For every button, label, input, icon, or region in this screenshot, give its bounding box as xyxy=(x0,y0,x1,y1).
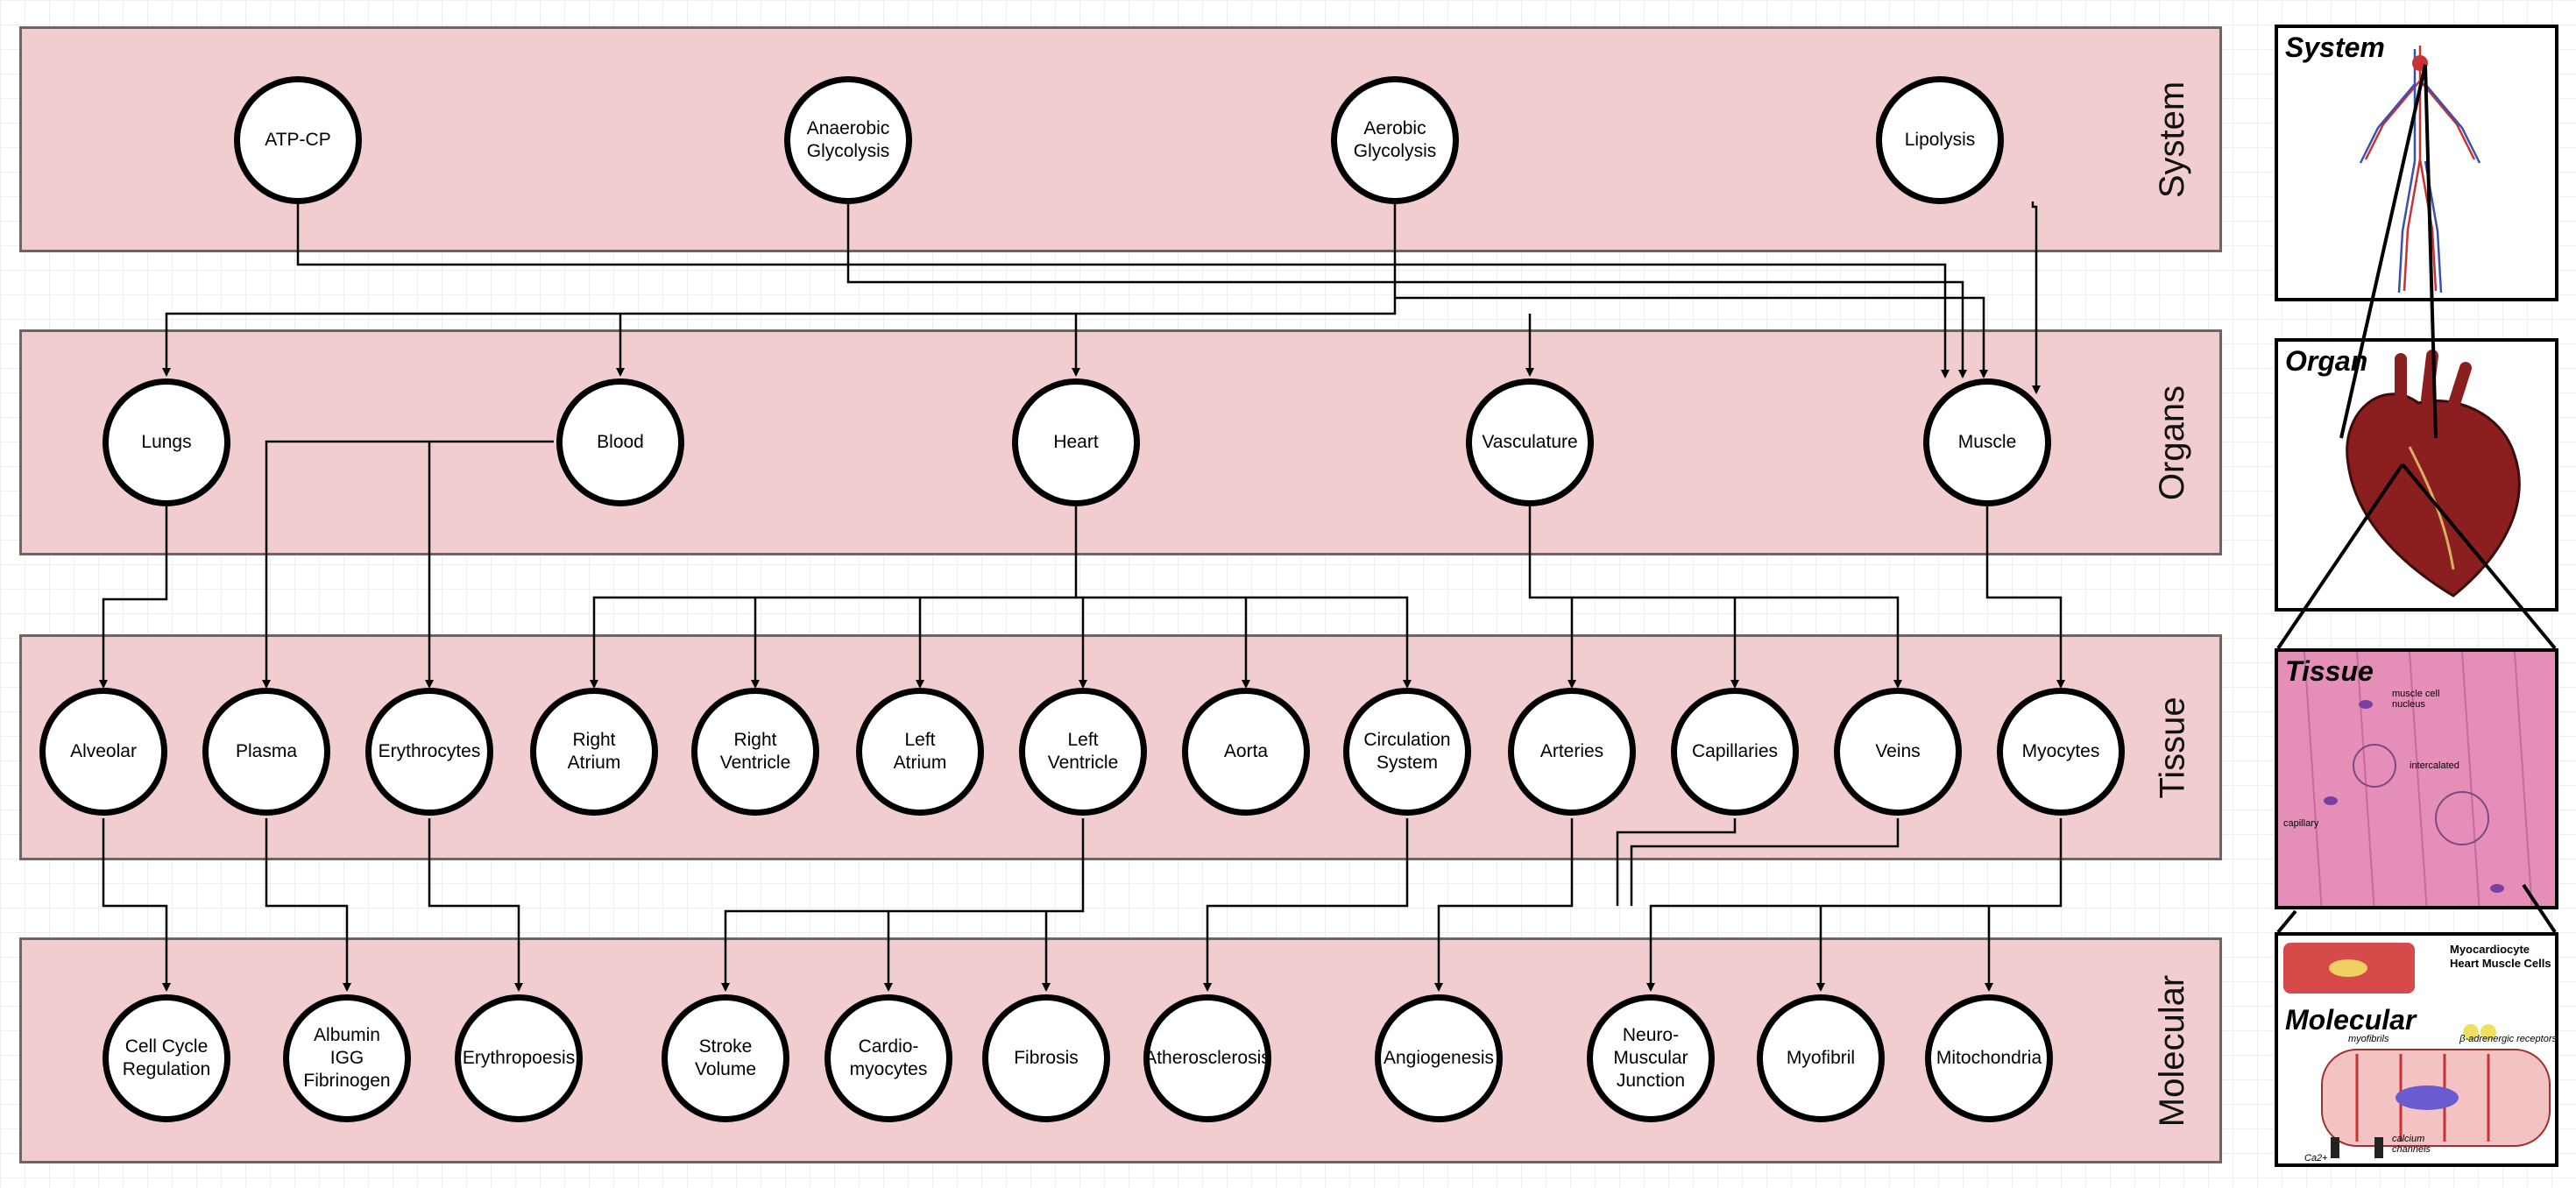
node-cardiomyocytes[interactable]: Cardio- myocytes xyxy=(824,994,952,1122)
edge-aerobic-muscle xyxy=(1395,296,1988,378)
edge-anaerobic-trunk xyxy=(846,203,1967,378)
edge-aerobic-trunk xyxy=(162,203,1397,377)
edge-lipolysis-muscle xyxy=(2031,202,2041,394)
node-aerobic-glycolysis[interactable]: Aerobic Glycolysis xyxy=(1331,76,1459,204)
node-erythropoesis[interactable]: Erythropoesis xyxy=(455,994,583,1122)
node-alveolar[interactable]: Alveolar xyxy=(39,688,167,816)
panel-system: System xyxy=(2275,25,2558,301)
edge-muscle-myocytes xyxy=(1985,506,2065,689)
node-circulation-system[interactable]: Circulation System xyxy=(1343,688,1471,816)
molecular-label-receptors: β-adrenergic receptors xyxy=(2459,1034,2557,1044)
node-capillaries[interactable]: Capillaries xyxy=(1671,688,1799,816)
myocyte-molecular-illustration xyxy=(2283,943,2551,1158)
molecular-label-ca: Ca2+ xyxy=(2304,1153,2328,1163)
node-right-atrium[interactable]: Right Atrium xyxy=(530,688,658,816)
tissue-label-capillary: capillary xyxy=(2283,818,2319,829)
node-anaerobic-glycolysis[interactable]: Anaerobic Glycolysis xyxy=(784,76,912,204)
node-mitochondria[interactable]: Mitochondria xyxy=(1925,994,2053,1122)
edge-arteries-angio xyxy=(1434,818,1574,992)
edge-vasc-trunk xyxy=(1528,506,1902,689)
panel-title-organ: Organ xyxy=(2285,345,2368,377)
node-right-ventricle[interactable]: Right Ventricle xyxy=(691,688,819,816)
node-muscle[interactable]: Muscle xyxy=(1923,378,2051,506)
node-veins[interactable]: Veins xyxy=(1834,688,1962,816)
edge-lungs-alveolar xyxy=(99,506,168,689)
edge-blood-plasma xyxy=(262,440,554,689)
edge-lv-trunk xyxy=(721,818,1085,992)
panel-title-molecular: Molecular xyxy=(2285,1004,2417,1036)
muscle-tissue-illustration xyxy=(2278,652,2555,906)
node-neuromuscular-junction[interactable]: Neuro- Muscular Junction xyxy=(1587,994,1715,1122)
molecular-label-calcium: calcium channels xyxy=(2392,1134,2431,1155)
node-lipolysis[interactable]: Lipolysis xyxy=(1876,76,2004,204)
edge-atpcp-trunk xyxy=(296,203,1950,378)
node-plasma[interactable]: Plasma xyxy=(202,688,330,816)
node-albumin-igg-fibrinogen[interactable]: Albumin IGG Fibrinogen xyxy=(283,994,411,1122)
edge-plasma-albumin xyxy=(265,818,351,992)
edge-layer xyxy=(99,202,2065,992)
node-heart[interactable]: Heart xyxy=(1012,378,1140,506)
node-aorta[interactable]: Aorta xyxy=(1182,688,1310,816)
edge-myocytes-trunk xyxy=(1646,818,2063,992)
node-cell-cycle-regulation[interactable]: Cell Cycle Regulation xyxy=(103,994,230,1122)
molecular-label-heart-muscle: Heart Muscle Cells xyxy=(2450,957,2551,970)
node-atp-cp[interactable]: ATP-CP xyxy=(234,76,362,204)
node-left-atrium[interactable]: Left Atrium xyxy=(856,688,984,816)
node-myocytes[interactable]: Myocytes xyxy=(1997,688,2125,816)
node-lungs[interactable]: Lungs xyxy=(103,378,230,506)
panel-organ: Organ xyxy=(2275,338,2558,612)
edge-capillaries-angio xyxy=(1616,818,1737,906)
node-left-ventricle[interactable]: Left Ventricle xyxy=(1019,688,1147,816)
panel-tissue: Tissue muscle cell nucleus intercalated … xyxy=(2275,648,2558,909)
node-blood[interactable]: Blood xyxy=(556,378,684,506)
band-system: System xyxy=(19,26,2222,252)
edge-erythro-erythropoesis xyxy=(428,818,523,992)
node-myofibril[interactable]: Myofibril xyxy=(1757,994,1885,1122)
edge-alveolar-cellcycle xyxy=(102,818,171,992)
tissue-label-nucleus: muscle cell nucleus xyxy=(2392,689,2440,710)
node-stroke-volume[interactable]: Stroke Volume xyxy=(662,994,789,1122)
node-angiogenesis[interactable]: Angiogenesis xyxy=(1375,994,1503,1122)
edge-veins-angio xyxy=(1630,818,1900,906)
edge-heart-trunk xyxy=(590,506,1078,689)
panel-molecular: Molecular Myocardiocyte Heart Muscle Cel… xyxy=(2275,932,2558,1167)
node-vasculature[interactable]: Vasculature xyxy=(1466,378,1594,506)
panel-title-system: System xyxy=(2285,32,2385,63)
panel-title-tissue: Tissue xyxy=(2285,655,2374,687)
molecular-label-myocardiocyte: Myocardiocyte xyxy=(2450,943,2530,956)
node-atherosclerosis[interactable]: Atherosclerosis xyxy=(1143,994,1271,1122)
node-arteries[interactable]: Arteries xyxy=(1508,688,1636,816)
edge-heart-circulation xyxy=(1076,596,1412,689)
heart-illustration xyxy=(2346,350,2521,598)
node-fibrosis[interactable]: Fibrosis xyxy=(982,994,1110,1122)
edge-circ-atherosclerosis xyxy=(1203,818,1409,992)
tissue-label-intercalated: intercalated xyxy=(2410,760,2459,771)
molecular-label-myofibrils: myofibrils xyxy=(2348,1034,2389,1044)
node-erythrocytes[interactable]: Erythrocytes xyxy=(365,688,493,816)
